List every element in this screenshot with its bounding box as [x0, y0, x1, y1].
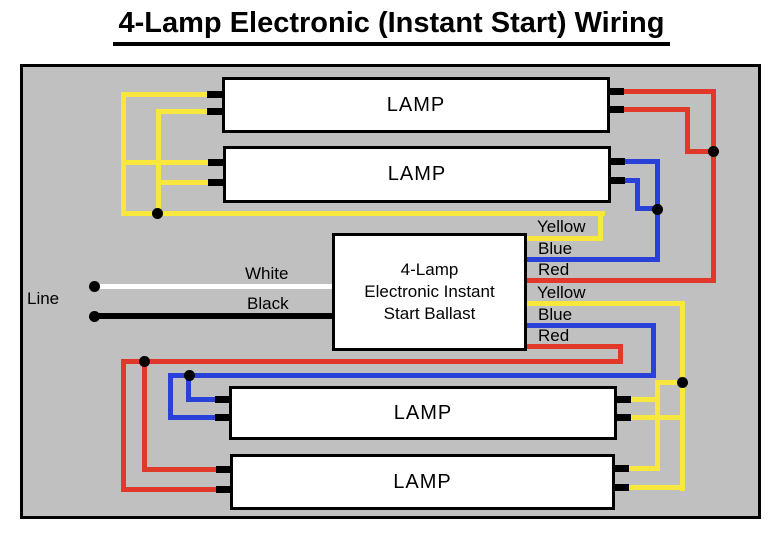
lamp3-left-pin-1 — [215, 396, 230, 403]
junction-dot — [139, 356, 150, 367]
lamp1-left-pin-1 — [207, 91, 222, 98]
junction-dot — [708, 146, 719, 157]
wire-yellow — [655, 380, 685, 385]
wire-yellow — [628, 485, 685, 490]
junction-dot — [184, 370, 195, 381]
wire-blue — [635, 206, 660, 211]
wire-blue — [635, 178, 640, 211]
lamp1-left-pin-2 — [207, 108, 222, 115]
ballast-label: 4-Lamp Electronic Instant Start Ballast — [364, 259, 494, 325]
lamp-label: LAMP — [386, 93, 446, 116]
wire-yellow — [156, 109, 211, 114]
wire-blue — [527, 257, 660, 262]
page-title-text: 4-Lamp Electronic (Instant Start) Wiring — [112, 7, 671, 46]
line-label: Line — [27, 289, 60, 308]
wire-red — [121, 359, 126, 492]
ballast-box: 4-Lamp Electronic Instant Start Ballast — [332, 233, 527, 351]
wire-red — [711, 89, 716, 283]
wire-yellow — [121, 92, 126, 216]
wire-red — [685, 107, 690, 153]
wire-white — [94, 284, 333, 289]
lamp4-left-pin-1 — [216, 466, 231, 473]
line-terminal-dot — [89, 281, 100, 292]
wire-blue — [624, 159, 660, 164]
line-terminal-dot — [89, 311, 100, 322]
lamp1-right-pin-2 — [609, 106, 624, 113]
wire-yellow — [628, 415, 685, 420]
ballast-label-line2: Electronic Instant — [364, 282, 495, 301]
wire-black — [94, 313, 333, 319]
wire-red — [121, 359, 623, 364]
junction-dot — [152, 208, 163, 219]
wire-blue — [168, 415, 220, 420]
wire-yellow — [527, 301, 685, 306]
wire-label-black: Black — [247, 294, 289, 313]
lamp1-right-pin-1 — [609, 88, 624, 95]
wire-yellow — [628, 397, 660, 402]
ballast-label-line1: 4-Lamp — [400, 260, 459, 279]
wire-yellow — [680, 301, 685, 491]
wire-red — [142, 467, 220, 472]
ballast-label-line3: Start Ballast — [383, 304, 476, 323]
wire-yellow — [156, 109, 161, 216]
wire-blue — [651, 323, 656, 378]
wire-label-yellow-top: Yellow — [537, 217, 586, 236]
lamp4-right-pin-1 — [614, 465, 629, 472]
wire-blue — [168, 373, 656, 378]
lamp-label: LAMP — [387, 163, 447, 185]
lamp-label: LAMP — [393, 401, 453, 424]
wire-red — [527, 344, 623, 349]
wire-blue — [186, 397, 220, 402]
wire-label-red-bottom: Red — [538, 326, 570, 345]
page-title: 4-Lamp Electronic (Instant Start) Wiring — [0, 7, 783, 46]
wire-yellow — [121, 92, 211, 97]
wire-yellow — [628, 466, 660, 471]
wire-blue — [168, 373, 173, 420]
wire-red — [142, 359, 147, 471]
wire-label-blue-top: Blue — [538, 239, 573, 258]
wire-label-yellow-bottom: Yellow — [537, 283, 586, 302]
lamp4-right-pin-2 — [614, 484, 629, 491]
lamp2-left-pin-2 — [208, 179, 223, 186]
wire-red — [622, 107, 690, 112]
wire-label-red-top: Red — [538, 260, 570, 279]
lamp2-right-pin-1 — [610, 158, 625, 165]
wire-yellow — [598, 211, 603, 241]
lamp2-right-pin-2 — [610, 177, 625, 184]
wire-red — [527, 278, 716, 283]
wire-label-blue-bottom: Blue — [538, 305, 573, 324]
wire-red — [622, 89, 716, 94]
junction-dot — [652, 204, 663, 215]
wire-yellow — [156, 180, 212, 185]
wire-label-white: White — [245, 264, 289, 283]
lamp3-left-pin-2 — [215, 414, 230, 421]
wire-yellow — [527, 236, 603, 241]
lamp2-left-pin-1 — [208, 159, 223, 166]
wire-blue — [186, 373, 191, 402]
junction-dot — [677, 377, 688, 388]
wire-red — [618, 344, 623, 364]
lamp-box-2: LAMP — [223, 146, 611, 203]
wire-blue — [527, 323, 656, 328]
lamp-box-1: LAMP — [222, 77, 610, 133]
wire-yellow — [121, 160, 212, 165]
wire-red — [685, 149, 716, 154]
lamp4-left-pin-2 — [216, 486, 231, 493]
lamp3-right-pin-1 — [616, 396, 631, 403]
wire-yellow — [655, 380, 660, 471]
lamp-box-4: LAMP — [230, 454, 615, 510]
wire-yellow — [121, 211, 605, 216]
wire-red — [121, 487, 218, 492]
lamp-box-3: LAMP — [229, 386, 617, 440]
lamp-label: LAMP — [393, 470, 452, 493]
wire-blue — [624, 178, 640, 183]
lamp3-right-pin-2 — [616, 414, 631, 421]
